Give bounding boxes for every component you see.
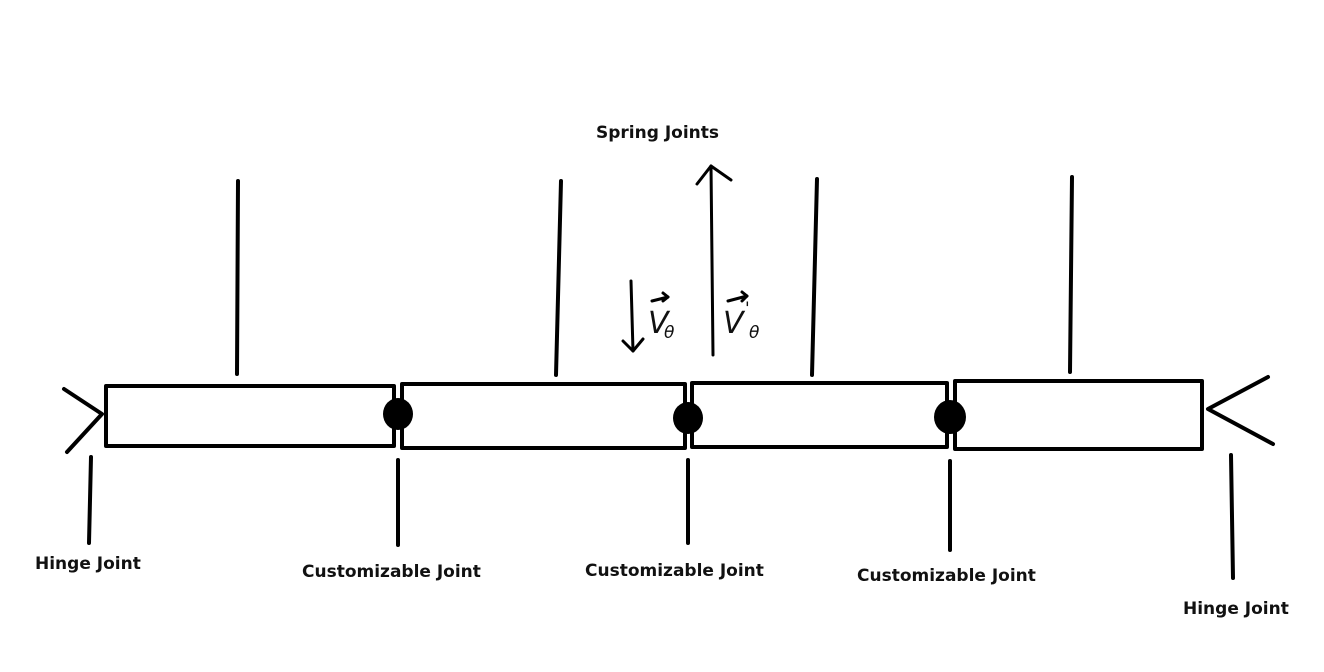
velocity-out-symbol: V (723, 306, 746, 341)
customizable-joint-dot-3 (934, 400, 966, 434)
customizable-joint-label-1: Customizable Joint (302, 562, 481, 582)
customizable-joint-dot-1 (383, 398, 413, 430)
velocity-out-prime: ' (745, 299, 750, 319)
customizable-joint-dots (383, 398, 966, 434)
hinge-joint-left-icon (62, 387, 104, 454)
velocity-out-label: V ' θ (723, 290, 760, 343)
velocity-in-arrow (621, 279, 645, 353)
hinge-joint-right-icon (1206, 375, 1275, 446)
spring-joints-label: Spring Joints (596, 123, 719, 143)
velocity-in-symbol: V (648, 306, 671, 341)
spring-line-2 (554, 179, 563, 377)
customizable-joint-dot-2 (673, 402, 703, 434)
beam-segment-3 (690, 381, 949, 449)
customizable-joint-label-3: Customizable Joint (857, 566, 1036, 586)
beam-segment-1 (104, 384, 396, 448)
hinge-joint-left-label: Hinge Joint (35, 554, 141, 574)
hinge-joint-right-label: Hinge Joint (1183, 599, 1289, 619)
leader-hinge-right (1229, 453, 1235, 580)
leader-hinge-left (87, 455, 93, 545)
leader-lines (87, 453, 1235, 580)
velocity-in-label: V θ (648, 291, 675, 343)
velocity-out-arrow (695, 164, 733, 357)
spring-line-3 (810, 177, 819, 377)
beam-segment-2 (400, 382, 687, 450)
customizable-joint-label-2: Customizable Joint (585, 561, 764, 581)
spring-line-4 (1068, 175, 1074, 374)
velocity-in-subscript: θ (664, 323, 675, 343)
spring-line-1 (235, 179, 240, 376)
velocity-out-subscript: θ (749, 323, 760, 343)
velocity-out-overarrow (726, 294, 749, 303)
spring-joint-lines (235, 175, 1074, 377)
beam-segment-4 (953, 379, 1204, 451)
beam-segments (104, 379, 1204, 451)
